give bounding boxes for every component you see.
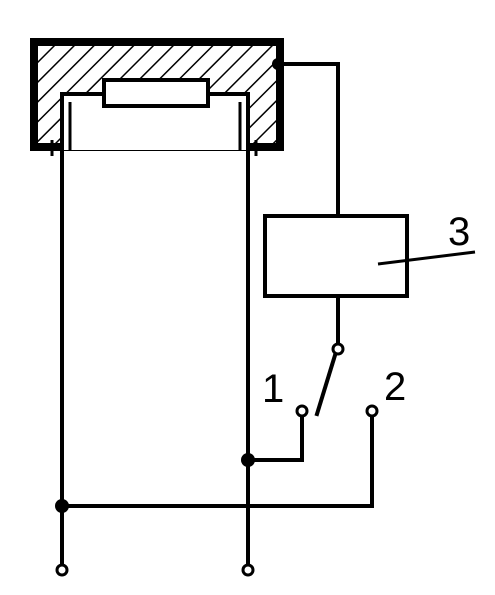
- switch-contact-2-terminal: [365, 404, 379, 418]
- resistor-element: [102, 78, 210, 108]
- switch-contact-1-terminal: [295, 404, 309, 418]
- label-switch-1: 1: [262, 367, 284, 411]
- junction-dot-right-lead: [241, 453, 255, 467]
- switch-common-terminal: [331, 342, 345, 356]
- junction-dot-left-lead: [55, 499, 69, 513]
- heater-housing: [30, 38, 284, 156]
- wires: [60, 62, 374, 568]
- bottom-right-terminal: [241, 563, 255, 577]
- bottom-left-terminal: [55, 563, 69, 577]
- device-3-leader-line: [377, 250, 476, 266]
- device-box-3: [263, 214, 409, 298]
- label-device-3: 3: [448, 210, 470, 254]
- label-switch-2: 2: [384, 365, 406, 409]
- junction-dot-housing: [272, 58, 284, 70]
